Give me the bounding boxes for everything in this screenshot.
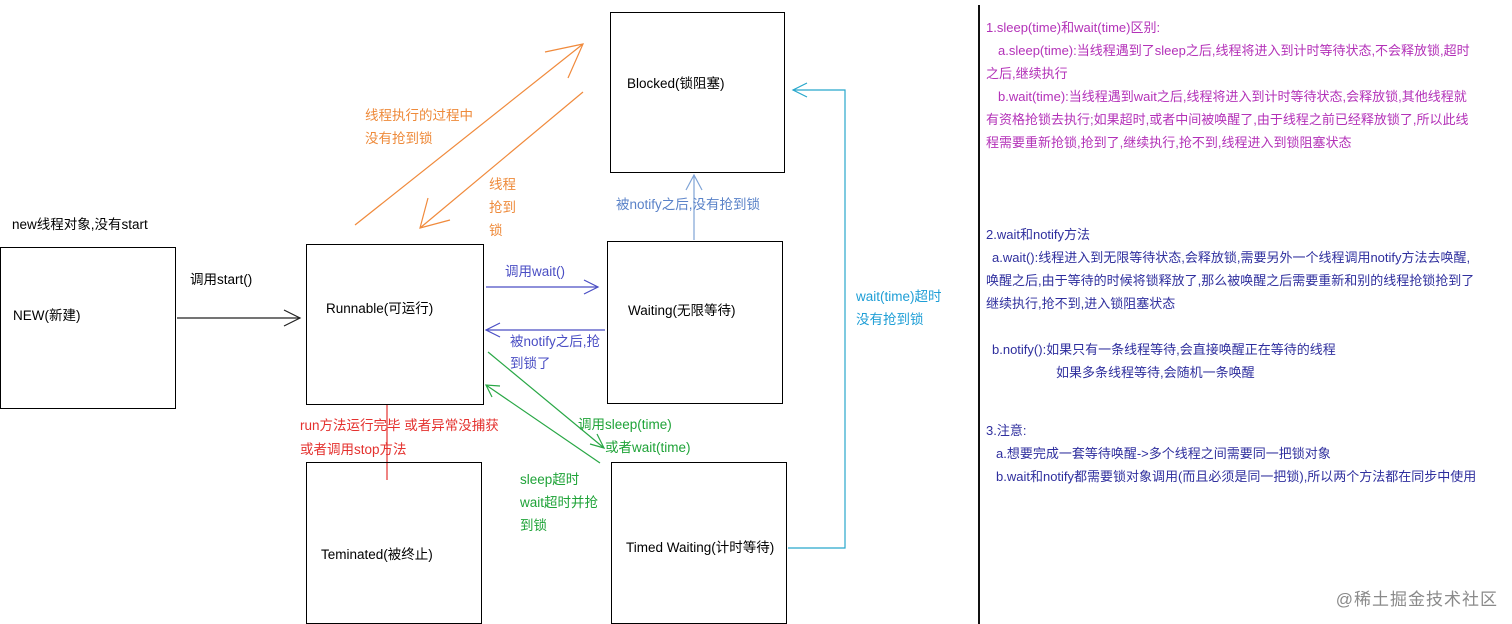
sleep-timeout-label-3: 到锁 (520, 518, 547, 533)
panel-divider (978, 5, 980, 624)
notify-got-lock-label-1: 被notify之后,抢 (510, 334, 601, 349)
note-s2-title: 2.wait和notify方法 (986, 227, 1091, 242)
arrow-runnable-to-timed (487, 351, 606, 449)
state-new: NEW(新建) (0, 247, 176, 409)
state-timed-waiting-label: Timed Waiting(计时等待) (626, 540, 775, 555)
arrow-timed-to-runnable (484, 384, 601, 464)
state-waiting-label: Waiting(无限等待) (628, 303, 736, 318)
call-wait-label: 调用wait() (505, 264, 565, 279)
note-s1-title: 1.sleep(time)和wait(time)区别: (986, 20, 1161, 35)
got-lock-label-3: 锁 (489, 223, 503, 238)
state-new-label: NEW(新建) (13, 308, 81, 323)
run-end-label-2: 或者调用stop方法 (300, 442, 407, 457)
note-s1-a: a.sleep(time):当线程遇到了sleep之后,线程将进入到计时等待状态… (986, 43, 1470, 81)
arrow-waiting-to-runnable (484, 322, 605, 338)
state-blocked-label: Blocked(锁阻塞) (627, 76, 725, 91)
watermark-text: @稀土掘金技术社区 (1335, 590, 1498, 609)
got-lock-label-2: 抢到 (489, 200, 516, 215)
note-s2-a: a.wait():线程进入到无限等待状态,会释放锁,需要另外一个线程调用noti… (986, 250, 1475, 311)
note-s2-b1: b.notify():如果只有一条线程等待,会直接唤醒正在等待的线程 (992, 342, 1336, 357)
call-start-label: 调用start() (190, 272, 253, 287)
state-terminated-label: Teminated(被终止) (321, 547, 433, 562)
new-hint-label: new线程对象,没有start (12, 217, 148, 232)
arrow-timed-to-blocked (788, 82, 846, 549)
sleep-timeout-label-2: wait超时并抢 (520, 495, 599, 510)
call-sleep-label-2: 或者wait(time) (605, 440, 691, 455)
arrow-new-to-runnable (177, 309, 302, 327)
note-s2-b2: 如果多条线程等待,会随机一条唤醒 (1056, 365, 1255, 380)
no-lock-label-1: 线程执行的过程中 (365, 108, 473, 123)
state-terminated: Teminated(被终止) (306, 462, 482, 624)
state-runnable-label: Runnable(可运行) (326, 301, 434, 316)
arrow-waiting-to-blocked (685, 173, 703, 240)
state-blocked: Blocked(锁阻塞) (610, 12, 785, 173)
state-timed-waiting: Timed Waiting(计时等待) (611, 462, 787, 624)
note-s3-b: b.wait和notify都需要锁对象调用(而且必须是同一把锁),所以两个方法都… (996, 469, 1477, 484)
arrow-runnable-to-blocked (354, 43, 585, 226)
notify-no-lock-label: 被notify之后,没有抢到锁 (616, 197, 761, 212)
note-s3-title: 3.注意: (986, 423, 1027, 438)
run-end-label-1: run方法运行完毕 或者异常没捕获 (300, 418, 499, 433)
notify-got-lock-label-2: 到锁了 (510, 356, 551, 371)
call-sleep-label-1: 调用sleep(time) (578, 417, 672, 432)
arrow-runnable-to-waiting (486, 279, 600, 295)
wait-time-label-2: 没有抢到锁 (856, 312, 924, 327)
note-s3-a: a.想要完成一套等待唤醒->多个线程之间需要同一把锁对象 (996, 446, 1331, 461)
notes-panel: 1.sleep(time)和wait(time)区别: a.sleep(time… (986, 16, 1478, 488)
state-waiting: Waiting(无限等待) (607, 241, 783, 404)
got-lock-label-1: 线程 (489, 177, 516, 192)
sleep-timeout-label-1: sleep超时 (520, 472, 580, 487)
arrow-blocked-to-runnable (419, 91, 584, 229)
wait-time-label-1: wait(time)超时 (856, 289, 942, 304)
state-runnable: Runnable(可运行) (306, 244, 484, 405)
note-s1-b: b.wait(time):当线程遇到wait之后,线程将进入到计时等待状态,会释… (986, 89, 1469, 150)
no-lock-label-2: 没有抢到锁 (365, 131, 433, 146)
